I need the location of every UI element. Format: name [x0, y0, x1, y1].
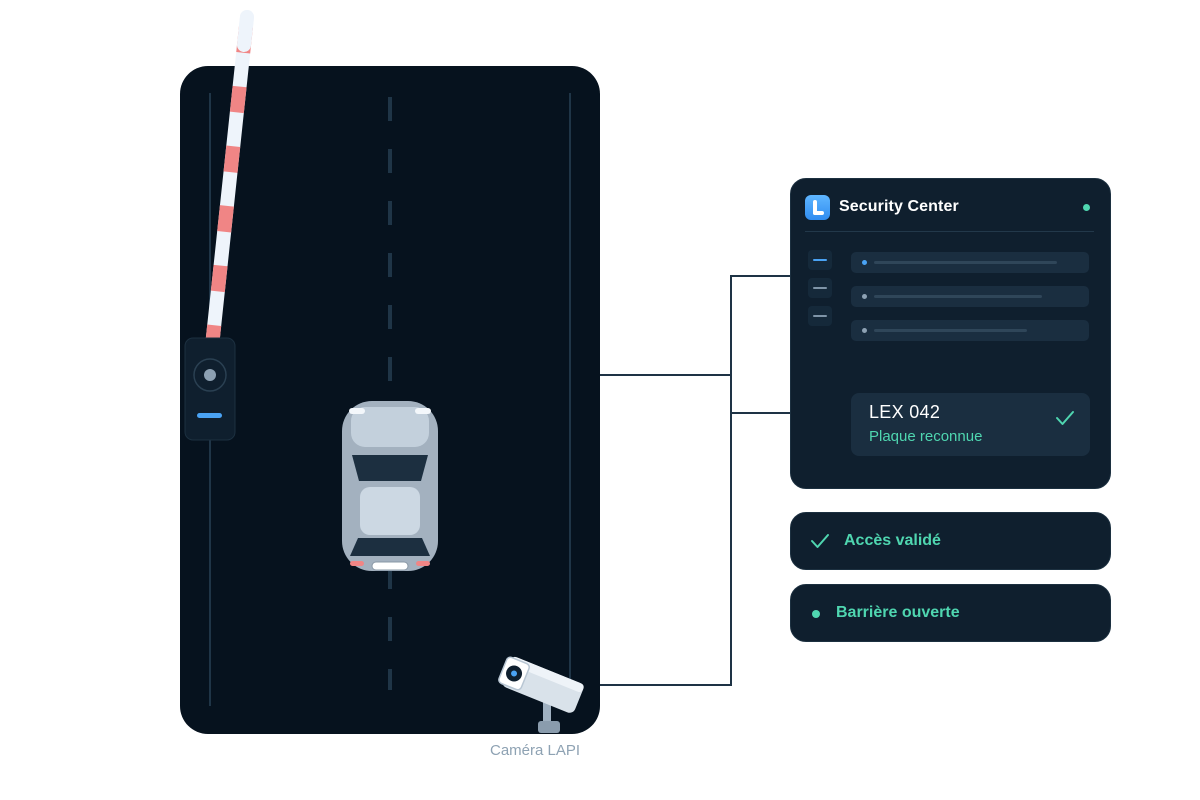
plate-status: Plaque reconnue	[869, 428, 983, 445]
header-divider	[805, 231, 1094, 232]
online-status-dot	[1083, 204, 1090, 211]
security-center-header: Security Center	[805, 194, 1094, 220]
list-item[interactable]	[851, 286, 1089, 307]
barrier-status-label: Barrière ouverte	[836, 604, 960, 621]
access-status-label: Accès validé	[844, 532, 941, 549]
camera-caption: Caméra LAPI	[490, 742, 581, 759]
list-item-placeholder-bar	[874, 329, 1027, 332]
barrier-arm	[203, 10, 254, 372]
security-center-title: Security Center	[839, 198, 959, 215]
security-center-panel: Security Center LEX 042 Plaque reconnue	[790, 178, 1111, 489]
list-item-placeholder-bar	[874, 261, 1057, 264]
barrier-box	[184, 337, 236, 441]
sidebar-icon-3[interactable]	[808, 306, 832, 326]
list-item[interactable]	[851, 252, 1089, 273]
list-item-dot	[862, 294, 867, 299]
check-icon	[811, 534, 829, 548]
list-item-dot	[862, 328, 867, 333]
road	[180, 66, 600, 734]
connector-lines	[574, 275, 790, 686]
check-icon	[1056, 411, 1074, 425]
list-item[interactable]	[851, 320, 1089, 341]
sidebar-icon-2[interactable]	[808, 278, 832, 298]
barrier-status-dot	[812, 610, 820, 618]
car-icon	[342, 401, 438, 571]
list-item-placeholder-bar	[874, 295, 1042, 298]
app-logo-icon	[805, 194, 830, 220]
plate-number: LEX 042	[869, 402, 941, 422]
list-item-dot	[862, 260, 867, 265]
access-status-card: Accès validé	[790, 512, 1111, 570]
lpr-camera-icon	[498, 656, 584, 733]
plate-recognition-card[interactable]: LEX 042 Plaque reconnue	[851, 393, 1090, 456]
sidebar-icon-1[interactable]	[808, 250, 832, 270]
barrier-status-card: Barrière ouverte	[790, 584, 1111, 642]
